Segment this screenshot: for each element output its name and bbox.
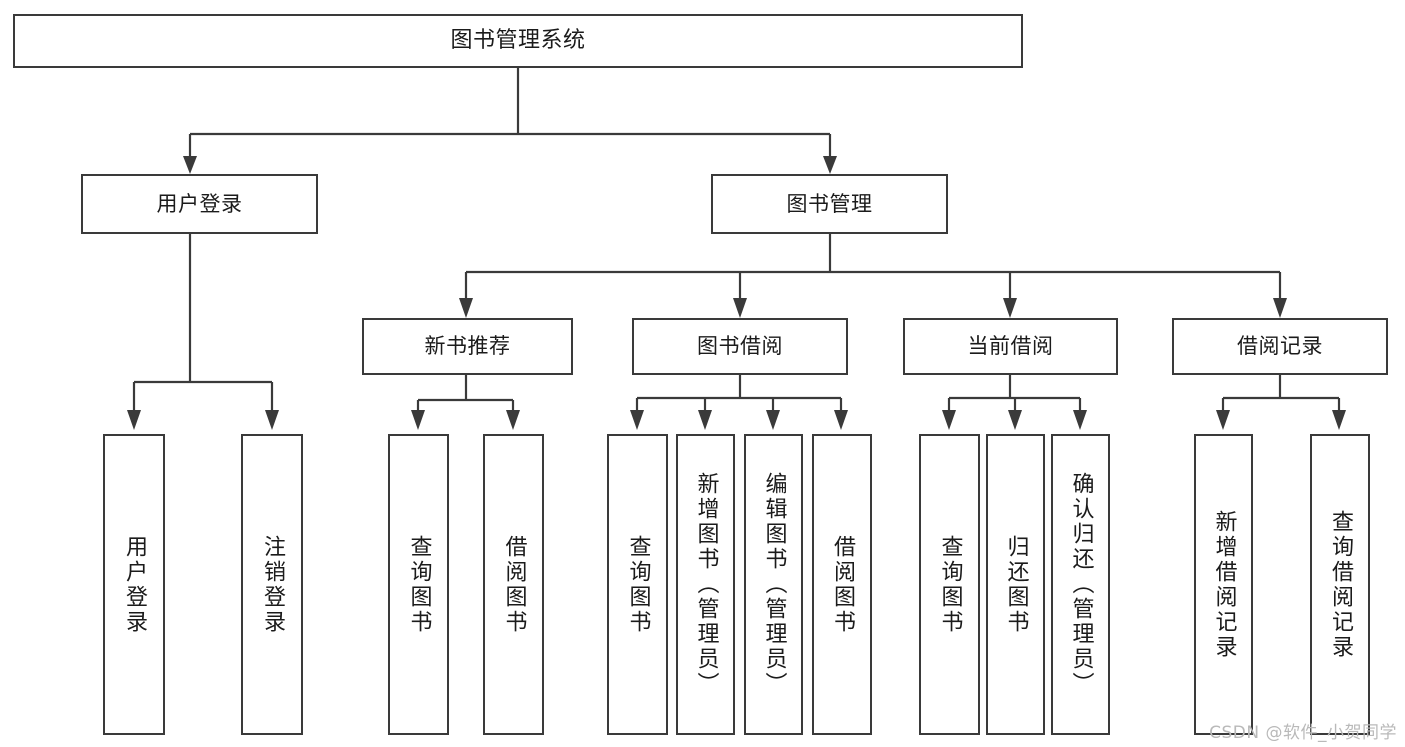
node-new-book-recommend-label: 新书推荐 (424, 334, 511, 359)
leaf-borrow-book-2[interactable]: 借阅图书 (812, 434, 872, 735)
leaf-add-book-admin[interactable]: 新增图书（管理员） (676, 434, 735, 735)
leaf-borrow-book-1[interactable]: 借阅图书 (483, 434, 544, 735)
leaf-user-login-label: 用户登录 (122, 534, 147, 635)
node-borrow-record[interactable]: 借阅记录 (1172, 318, 1388, 375)
node-book-manage[interactable]: 图书管理 (711, 174, 948, 234)
node-user-login[interactable]: 用户登录 (81, 174, 318, 234)
leaf-query-borrow-record-label: 查询借阅记录 (1328, 509, 1353, 660)
leaf-edit-book-admin-label: 编辑图书（管理员） (761, 472, 787, 697)
leaf-query-book-3-label: 查询图书 (937, 534, 963, 635)
node-root-label: 图书管理系统 (450, 28, 586, 54)
leaf-return-book[interactable]: 归还图书 (986, 434, 1045, 735)
leaf-query-book-1-label: 查询图书 (406, 534, 432, 635)
leaf-add-borrow-record-label: 新增借阅记录 (1211, 509, 1237, 660)
leaf-query-book-3[interactable]: 查询图书 (919, 434, 980, 735)
node-root[interactable]: 图书管理系统 (13, 14, 1023, 68)
leaf-confirm-return-admin[interactable]: 确认归还（管理员） (1051, 434, 1110, 735)
node-current-borrow[interactable]: 当前借阅 (903, 318, 1118, 375)
leaf-borrow-book-1-label: 借阅图书 (501, 534, 527, 635)
csdn-watermark: CSDN @软件_小贺同学 (1209, 723, 1397, 743)
leaf-add-borrow-record[interactable]: 新增借阅记录 (1194, 434, 1253, 735)
leaf-query-book-2[interactable]: 查询图书 (607, 434, 668, 735)
leaf-logout[interactable]: 注销登录 (241, 434, 303, 735)
leaf-confirm-return-admin-label: 确认归还（管理员） (1068, 472, 1094, 697)
node-current-borrow-label: 当前借阅 (967, 334, 1054, 359)
leaf-query-book-1[interactable]: 查询图书 (388, 434, 449, 735)
leaf-user-login[interactable]: 用户登录 (103, 434, 165, 735)
node-user-login-label: 用户登录 (156, 191, 243, 216)
leaf-return-book-label: 归还图书 (1003, 534, 1029, 635)
node-book-manage-label: 图书管理 (786, 191, 873, 216)
leaf-borrow-book-2-label: 借阅图书 (830, 534, 855, 635)
leaf-add-book-admin-label: 新增图书（管理员） (693, 472, 719, 697)
node-book-borrow-label: 图书借阅 (697, 334, 783, 359)
leaf-query-book-2-label: 查询图书 (625, 534, 651, 635)
node-borrow-record-label: 借阅记录 (1237, 334, 1323, 359)
node-new-book-recommend[interactable]: 新书推荐 (362, 318, 573, 375)
leaf-edit-book-admin[interactable]: 编辑图书（管理员） (744, 434, 803, 735)
leaf-query-borrow-record[interactable]: 查询借阅记录 (1310, 434, 1370, 735)
node-book-borrow[interactable]: 图书借阅 (632, 318, 848, 375)
leaf-logout-label: 注销登录 (260, 534, 285, 635)
